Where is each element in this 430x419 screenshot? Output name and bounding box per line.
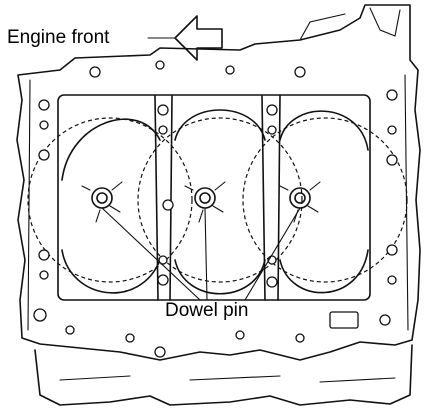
dowel-pin-leader-lines [101,207,301,301]
block-holes [33,60,398,358]
arrow-left-outline-icon [147,15,223,61]
engine-front-label: Engine front [7,27,110,48]
dowel-pin-1 [81,181,123,223]
dowel-pin-label: Dowel pin [163,300,251,321]
block-outline [16,4,421,406]
cylinder-bores [27,94,408,301]
